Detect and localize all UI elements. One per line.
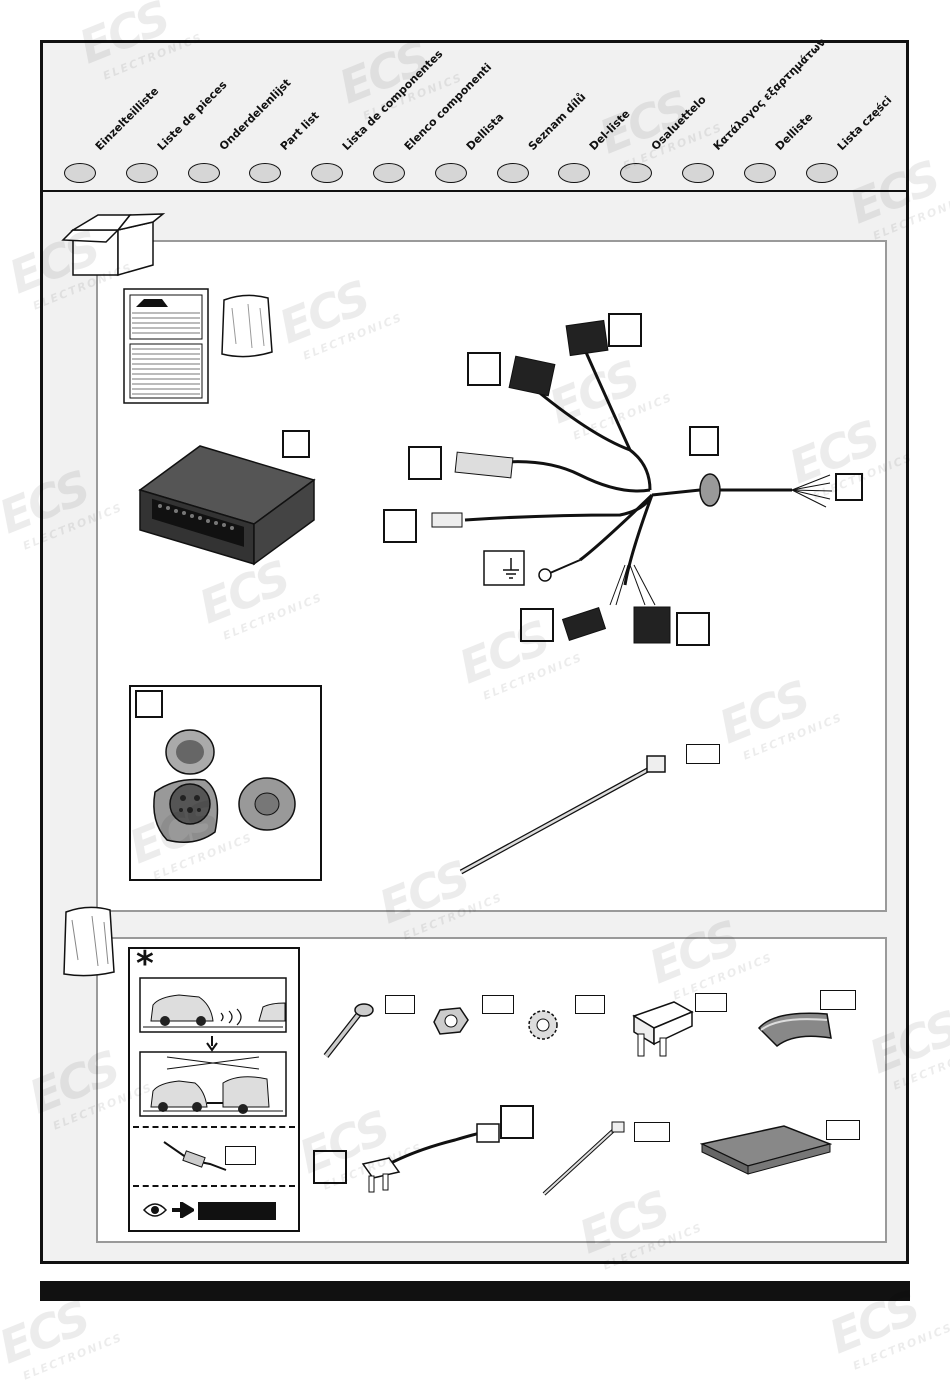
dashed-divider-2: [133, 1185, 295, 1187]
item-label-tag: [820, 990, 856, 1010]
fuse-tap-cable-icon: [361, 1123, 500, 1193]
watermark-subtext: ELECTRONICS: [851, 1320, 950, 1373]
item-label-tag: [575, 995, 605, 1014]
language-checkbox-oval[interactable]: [496, 163, 529, 183]
bolt-icon: [323, 1003, 374, 1058]
item-number-box: [689, 426, 719, 456]
language-checkbox-oval[interactable]: [743, 163, 776, 183]
language-checkbox-oval[interactable]: [125, 163, 158, 183]
fuse-icon: [632, 1001, 694, 1057]
item-number-box: [383, 509, 417, 543]
asterisk-icon: *: [136, 944, 154, 984]
language-checkbox-oval[interactable]: [311, 163, 344, 183]
control-module-icon: [138, 445, 316, 566]
wiring-harness-icon: [431, 319, 833, 644]
socket-13pin-icon: [153, 729, 296, 843]
item-label-tag: [826, 1120, 860, 1140]
ground-symbol-icon: [483, 550, 525, 586]
language-checkbox-oval[interactable]: [373, 163, 405, 183]
item-number-box: [608, 313, 642, 347]
item-label-tag: [482, 995, 514, 1014]
item-label-tag: [385, 995, 415, 1014]
cable-tie-large-icon: [459, 755, 666, 875]
language-checkbox-oval[interactable]: [64, 163, 96, 183]
item-number-box: [835, 473, 863, 501]
car-trailer-icon: [139, 1051, 287, 1117]
cable-tie-small-icon: [542, 1121, 625, 1196]
language-checkbox-oval[interactable]: [805, 163, 838, 183]
terminal-label-tag: [225, 1146, 256, 1165]
language-checkbox-oval[interactable]: [558, 163, 591, 183]
terminal-pin-icon: [163, 1141, 227, 1171]
item-number-box: [408, 446, 442, 480]
language-checkbox-oval[interactable]: [187, 163, 220, 183]
item-label-tag: [634, 1122, 670, 1142]
open-box-icon: [61, 213, 166, 276]
washer-icon: [528, 1010, 558, 1040]
watermark-subtext: ELECTRONICS: [21, 1330, 125, 1383]
item-number-box: [135, 690, 163, 718]
item-number-box: [467, 352, 501, 386]
language-checkbox-oval[interactable]: [620, 163, 653, 183]
black-bar-label: [198, 1202, 276, 1220]
item-number-box: [500, 1105, 534, 1139]
language-checkbox-oval[interactable]: [249, 163, 282, 183]
dashed-divider: [133, 1126, 295, 1128]
item-label-tag: [686, 744, 720, 764]
item-number-box: [520, 608, 554, 642]
plastic-bag-icon: [63, 906, 115, 977]
item-number-box: [676, 612, 710, 646]
nut-icon: [433, 1007, 469, 1035]
arrow-right-icon: [172, 1202, 194, 1218]
instruction-sheet-icon: [123, 288, 209, 404]
plastic-bag-small-icon: [221, 294, 273, 358]
language-checkbox-oval[interactable]: [434, 163, 467, 183]
item-number-box: [313, 1150, 347, 1184]
footer-bar: [40, 1281, 910, 1301]
foam-pad-icon: [700, 1125, 832, 1175]
arrow-down-icon: [206, 1036, 218, 1052]
header-divider: [40, 190, 909, 192]
eye-icon: [142, 1203, 168, 1217]
item-label-tag: [695, 993, 727, 1012]
adhesive-tape-icon: [757, 1012, 832, 1047]
car-parking-sensor-icon: [139, 977, 287, 1033]
item-number-box: [282, 430, 310, 458]
language-checkbox-oval[interactable]: [682, 163, 714, 183]
